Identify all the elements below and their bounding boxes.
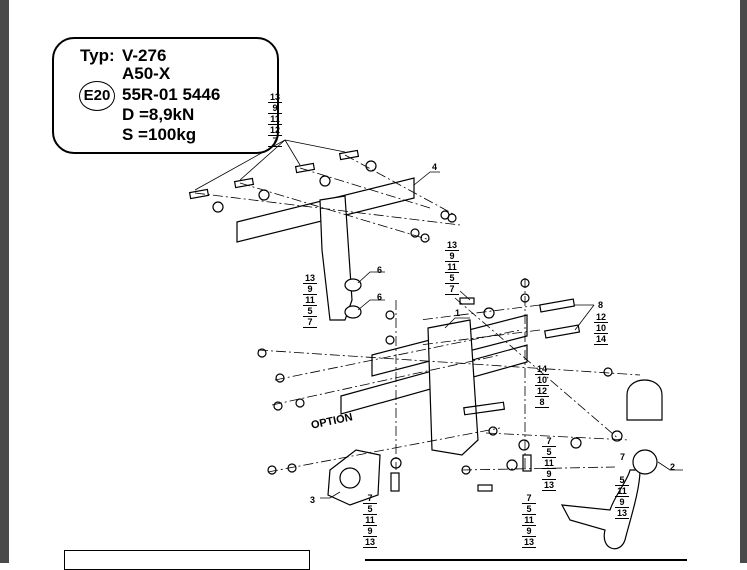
washer bbox=[518, 439, 530, 451]
nut bbox=[420, 233, 430, 243]
bolt bbox=[477, 484, 493, 492]
bolt bbox=[539, 298, 576, 313]
axis-line bbox=[271, 354, 501, 406]
washer bbox=[483, 307, 495, 319]
nut bbox=[385, 335, 395, 345]
washer bbox=[488, 426, 498, 436]
part-2-neck bbox=[560, 469, 641, 550]
axis-line bbox=[419, 329, 541, 346]
d-value: D =8,9kN bbox=[122, 105, 195, 124]
next-drawing-line bbox=[365, 559, 687, 561]
bolt bbox=[188, 188, 210, 200]
axis-line bbox=[267, 427, 501, 473]
part-label-2: 2 bbox=[670, 462, 676, 472]
axis-line bbox=[461, 466, 616, 471]
axis-line bbox=[257, 349, 641, 376]
viewer-right-border bbox=[740, 0, 747, 563]
part-label-8: 8 bbox=[598, 300, 604, 310]
model-value: A50-X bbox=[122, 64, 171, 83]
bolt bbox=[294, 162, 316, 174]
part-2-ball bbox=[632, 449, 658, 475]
nut bbox=[385, 310, 395, 320]
part-label-6: 6 bbox=[377, 265, 383, 275]
part-3-hole bbox=[339, 467, 361, 489]
axis-line bbox=[485, 432, 631, 441]
s-value: S =100kg bbox=[122, 125, 197, 144]
typ-label: Typ: bbox=[80, 46, 115, 65]
approval-mark: E20 bbox=[79, 81, 115, 111]
bolt bbox=[522, 454, 532, 472]
washer bbox=[611, 430, 623, 442]
bolt bbox=[390, 472, 400, 492]
axis-line bbox=[454, 297, 621, 441]
typ-value: V-276 bbox=[122, 46, 167, 65]
axis-line bbox=[274, 329, 521, 381]
bolt bbox=[233, 177, 255, 189]
part-label-1: 1 bbox=[455, 308, 461, 318]
bolt bbox=[544, 324, 581, 339]
axis-line bbox=[344, 154, 456, 216]
part-label-3: 3 bbox=[310, 495, 316, 505]
part-4-bracket bbox=[319, 195, 353, 321]
spacer-6 bbox=[344, 305, 362, 319]
nut bbox=[410, 228, 420, 238]
bolt bbox=[338, 149, 360, 161]
part-label-4: 4 bbox=[432, 162, 438, 172]
washer bbox=[603, 367, 613, 377]
axis-line bbox=[299, 167, 431, 209]
ball-cap bbox=[626, 379, 663, 421]
washer bbox=[365, 160, 377, 172]
washer bbox=[506, 459, 518, 471]
axis-line bbox=[239, 182, 431, 241]
viewer-left-border bbox=[0, 0, 9, 563]
spacer-6 bbox=[344, 278, 362, 292]
approval-number: 55R-01 5446 bbox=[122, 85, 221, 104]
part-1-plate bbox=[427, 319, 479, 456]
spec-box bbox=[52, 37, 279, 154]
part-3-plate bbox=[327, 449, 381, 506]
part-label-7: 7 bbox=[620, 452, 626, 462]
nut bbox=[447, 213, 457, 223]
axis-line bbox=[419, 304, 541, 321]
washer bbox=[257, 348, 267, 358]
bolt bbox=[463, 401, 506, 416]
next-drawing-frame bbox=[64, 550, 310, 570]
washer bbox=[319, 175, 331, 187]
part-label-6b: 6 bbox=[377, 292, 383, 302]
washer bbox=[212, 201, 224, 213]
washer bbox=[273, 401, 283, 411]
washer bbox=[267, 465, 277, 475]
bolt bbox=[459, 297, 475, 305]
washer bbox=[570, 437, 582, 449]
washer bbox=[258, 189, 270, 201]
washer bbox=[295, 398, 305, 408]
